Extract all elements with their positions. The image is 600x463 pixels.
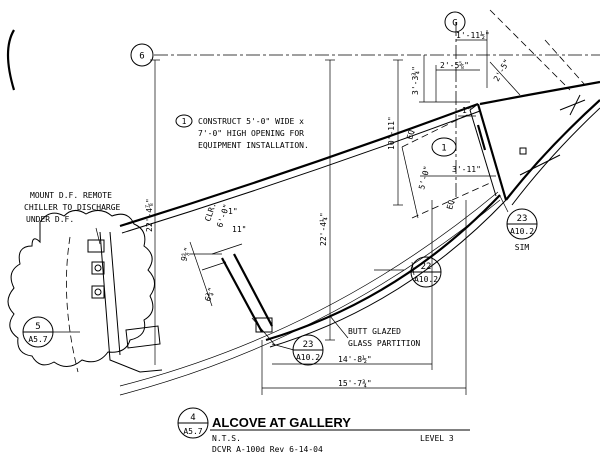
c22-sheet: A10.2 xyxy=(414,275,438,284)
mount-line3: UNDER D.F. xyxy=(26,215,74,224)
c22-number: 22 xyxy=(421,262,432,272)
alcove-opening xyxy=(401,103,508,219)
dim-5-0: 5'-0" xyxy=(417,165,432,191)
leaders xyxy=(52,195,509,351)
dimension-lines xyxy=(150,30,521,395)
c5-sheet: A5.7 xyxy=(28,335,47,344)
dim-14-8-half: 14'-8½" xyxy=(338,354,372,364)
keynote-note: 1 CONSTRUCT 5'-0" WIDE x 7'-0" HIGH OPEN… xyxy=(175,114,309,150)
c23a-sheet: A10.2 xyxy=(296,353,320,362)
dim-15-7-3-4: 15'-7¾" xyxy=(338,379,372,388)
c23b-number: 23 xyxy=(517,214,528,224)
title-number: 4 xyxy=(190,413,195,423)
title-block: 4 A5.7 ALCOVE AT GALLERY N.T.S. DCVR A-1… xyxy=(177,407,470,454)
glass-note: BUTT GLAZED GLASS PARTITION xyxy=(348,327,420,348)
c5-number: 5 xyxy=(35,322,40,332)
dim-clr: CLR. xyxy=(203,202,218,223)
keynote-line1: CONSTRUCT 5'-0" WIDE x xyxy=(198,117,304,126)
keynote-number: 1 xyxy=(182,117,187,126)
keynote-line2: 7'-0" HIGH OPENING FOR xyxy=(198,129,304,138)
dim-6-3-4: 6¾" xyxy=(203,286,216,303)
mount-note: MOUNT D.F. REMOTE CHILLER TO DISCHARGE U… xyxy=(24,191,121,224)
title-scale: N.T.S. xyxy=(212,434,241,443)
grid-bubble-6: 6 xyxy=(130,43,154,67)
glass-line2: GLASS PARTITION xyxy=(348,339,420,348)
dim-9-5-8: 9⅝" xyxy=(179,246,192,263)
dim-eq-1: EQ xyxy=(405,129,416,141)
dim-22-4-7-8: 22'-4⅞" xyxy=(145,198,154,232)
c23b-sheet: A10.2 xyxy=(510,227,534,236)
grid-bubble-g: G xyxy=(444,11,466,33)
curved-walls xyxy=(119,102,507,396)
c23a-number: 23 xyxy=(303,340,314,350)
dimension-text: 1'-11½" 2'-5⅝" 3'-3¾" 2'-5" 10'-11" 1" E… xyxy=(145,30,512,388)
dim-11: 11" xyxy=(232,225,246,234)
dim-1-side: 1" xyxy=(228,207,238,216)
title-sheet: A5.7 xyxy=(183,427,202,436)
drinking-fountain-area xyxy=(66,231,163,373)
dim-eq-2: EQ xyxy=(445,199,456,211)
dim-3-11: 3'-11" xyxy=(452,165,481,174)
keynote-tag-1: 1 xyxy=(431,137,457,157)
grid-lines xyxy=(154,9,600,200)
detail-bracket xyxy=(6,29,16,91)
dim-2-5: 2'-5" xyxy=(492,58,512,83)
revision-cloud xyxy=(7,210,155,367)
glass-line1: BUTT GLAZED xyxy=(348,327,401,336)
title-text: ALCOVE AT GALLERY xyxy=(212,415,351,430)
door-wall xyxy=(211,243,276,346)
c23b-note: SIM xyxy=(515,243,530,252)
title-revision: DCVR A-100d Rev 6-14-04 xyxy=(212,445,323,454)
dim-22-4-1-4: 22'-4¼" xyxy=(319,212,328,246)
dim-3-3-quarter: 3'-3¾" xyxy=(411,66,420,95)
detail-callout-5: 5 A5.7 xyxy=(22,316,54,348)
grid-label-g: G xyxy=(452,19,457,29)
mount-line1: MOUNT D.F. REMOTE xyxy=(30,191,112,200)
mount-line2: CHILLER TO DISCHARGE xyxy=(24,203,121,212)
section-callout-23-a: 23 A10.2 xyxy=(292,334,324,366)
grid-label-6: 6 xyxy=(139,52,144,62)
section-callout-23-b: 23 A10.2 SIM xyxy=(506,208,538,252)
dim-1-top: 1" xyxy=(462,106,472,115)
keynote-tag-number: 1 xyxy=(441,144,446,154)
dim-2-5-eighth: 2'-5⅝" xyxy=(440,61,469,70)
outer-wall-right xyxy=(479,80,600,206)
dim-10-11: 10'-11" xyxy=(387,116,396,150)
dim-1-11-half: 1'-11½" xyxy=(456,30,490,40)
keynote-line3: EQUIPMENT INSTALLATION. xyxy=(198,141,309,150)
title-level: LEVEL 3 xyxy=(420,434,454,443)
section-callout-22: 22 A10.2 xyxy=(410,256,442,288)
